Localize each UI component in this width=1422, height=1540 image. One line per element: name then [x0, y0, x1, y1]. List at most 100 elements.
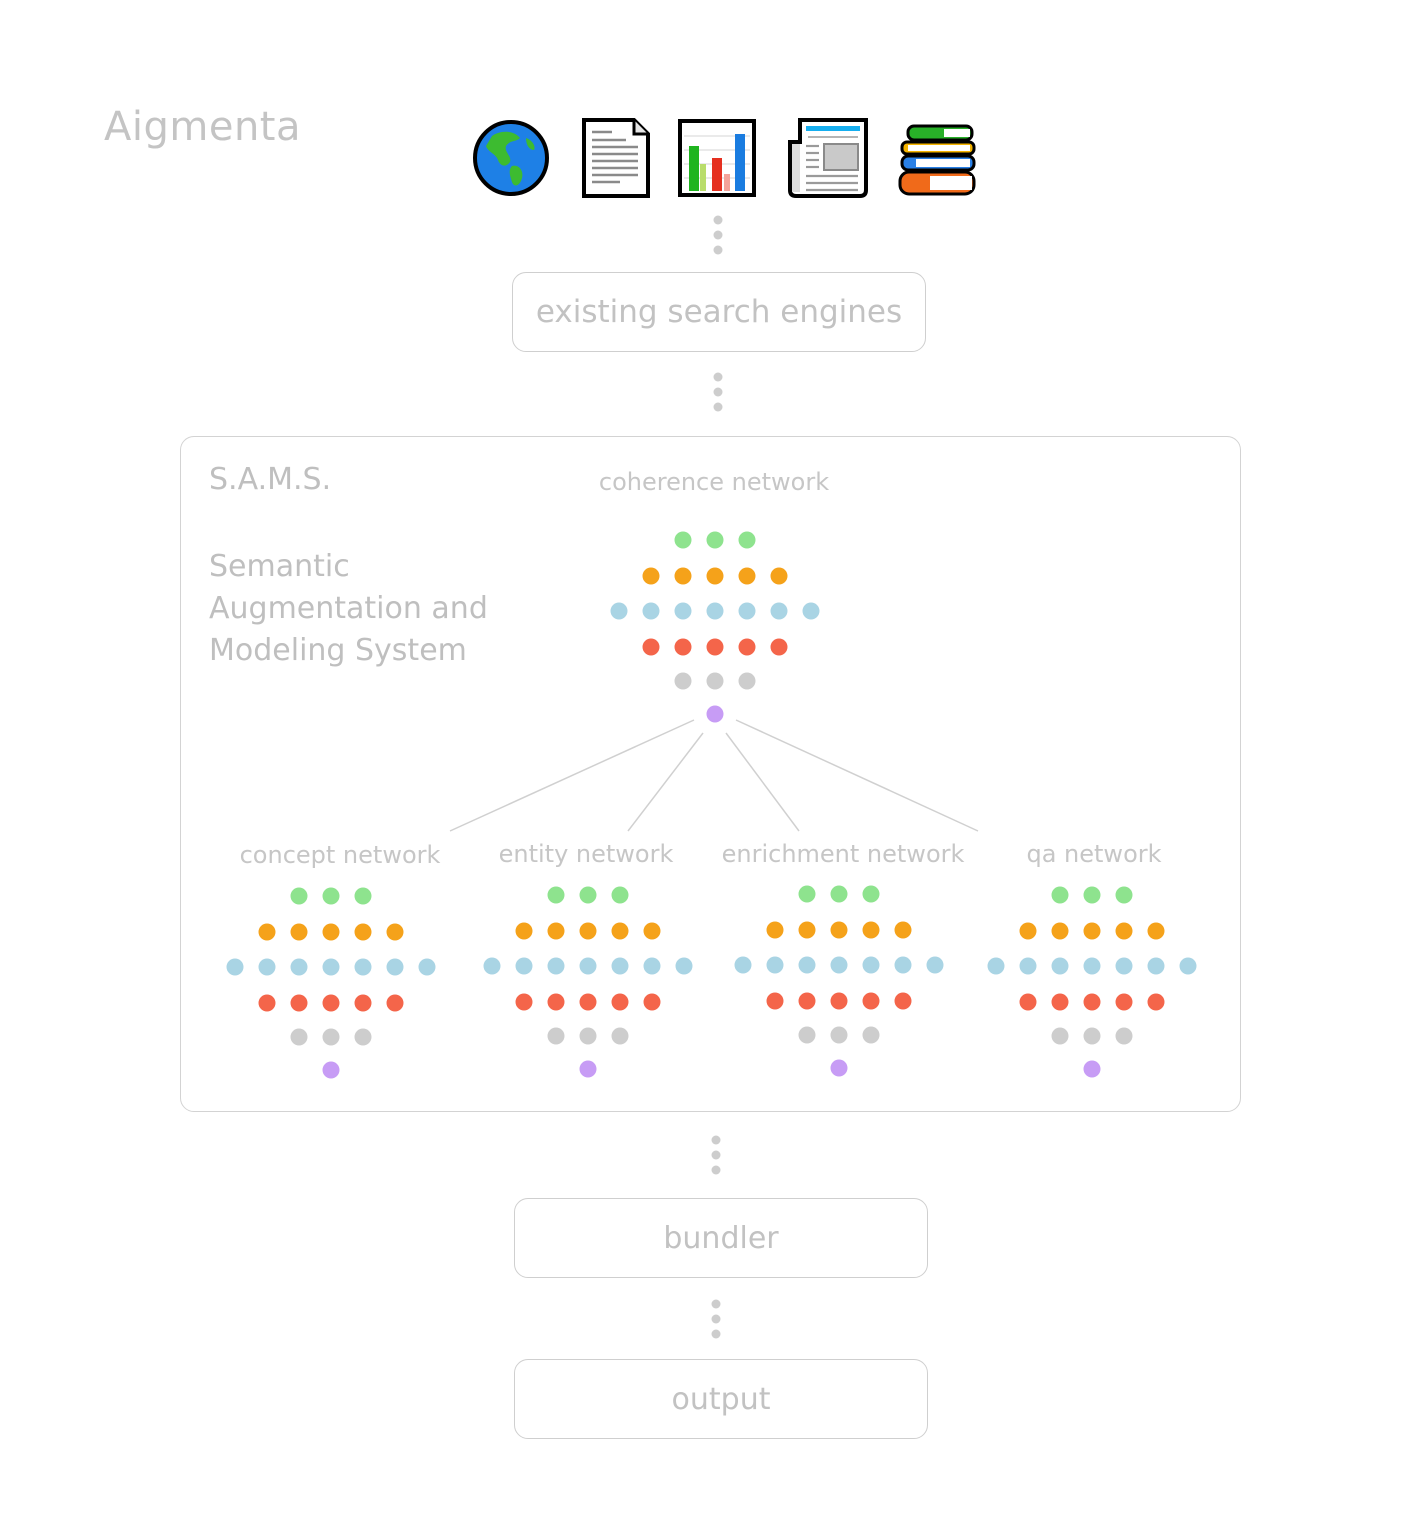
network-node [1083, 922, 1101, 940]
network-node [674, 531, 692, 549]
network-node [1179, 957, 1197, 975]
network-node [706, 567, 724, 585]
network-node [322, 994, 340, 1012]
search-engines-box: existing search engines [512, 272, 926, 352]
bundler-label: bundler [663, 1220, 779, 1256]
network-node [706, 638, 724, 656]
network-node [579, 993, 597, 1011]
qa-network-label: qa network [1026, 840, 1162, 868]
network-node [706, 531, 724, 549]
network-node [798, 992, 816, 1010]
enrichment-network-label: enrichment network [721, 840, 965, 868]
network-node [766, 992, 784, 1010]
enrichment-network [734, 885, 944, 1077]
network-node [862, 921, 880, 939]
network-node [1115, 957, 1133, 975]
network-node [830, 921, 848, 939]
connector-dot [713, 215, 723, 225]
network-node [354, 923, 372, 941]
network-node [738, 672, 756, 690]
network-node [894, 956, 912, 974]
network-node [515, 922, 533, 940]
network-node [1051, 886, 1069, 904]
network-node [738, 638, 756, 656]
network-node [674, 672, 692, 690]
network-node [798, 885, 816, 903]
network-node [1051, 922, 1069, 940]
network-node [1051, 1027, 1069, 1045]
network-node [290, 1028, 308, 1046]
network-node [290, 994, 308, 1012]
network-node [1051, 957, 1069, 975]
network-node [674, 638, 692, 656]
network-node [322, 923, 340, 941]
network-node [1083, 886, 1101, 904]
network-node [1115, 922, 1133, 940]
network-node [798, 1026, 816, 1044]
network-node [258, 958, 276, 976]
network-node [770, 602, 788, 620]
network-node [610, 602, 628, 620]
bundler-box: bundler [514, 1198, 928, 1278]
coherence-network [610, 531, 820, 723]
output-box: output [514, 1359, 928, 1439]
network-node [1083, 957, 1101, 975]
network-node [322, 887, 340, 905]
connector-dot [711, 1135, 721, 1145]
branch-line [735, 719, 979, 832]
network-node [798, 956, 816, 974]
output-label: output [671, 1381, 771, 1417]
network-node [226, 958, 244, 976]
connector-dot [713, 230, 723, 240]
network-node [706, 672, 724, 690]
network-node [547, 957, 565, 975]
network-node [354, 887, 372, 905]
network-node [611, 886, 629, 904]
network-node [894, 921, 912, 939]
network-node [675, 957, 693, 975]
network-node [258, 923, 276, 941]
connector-dot [713, 387, 723, 397]
concept-network-label: concept network [239, 841, 441, 869]
network-node [1019, 993, 1037, 1011]
network-node [862, 992, 880, 1010]
network-node [611, 922, 629, 940]
network-node [862, 885, 880, 903]
network-node [642, 602, 660, 620]
network-node [322, 1061, 340, 1079]
network-node [643, 922, 661, 940]
network-node [322, 1028, 340, 1046]
vertical-connector-dots [711, 215, 723, 1339]
network-node [674, 567, 692, 585]
network-node [515, 957, 533, 975]
network-node [1115, 993, 1133, 1011]
newspaper-icon [788, 118, 868, 198]
network-node [547, 922, 565, 940]
connector-dot [713, 372, 723, 382]
network-node [642, 638, 660, 656]
network-node [579, 886, 597, 904]
network-node [770, 638, 788, 656]
network-node [483, 957, 501, 975]
network-node [642, 567, 660, 585]
connector-dot [711, 1165, 721, 1175]
network-node [1147, 922, 1165, 940]
network-node [547, 1027, 565, 1045]
network-node [1115, 1027, 1133, 1045]
network-node [798, 921, 816, 939]
network-node [830, 992, 848, 1010]
network-node [738, 602, 756, 620]
books-icon [898, 124, 976, 196]
network-node [1083, 1060, 1101, 1078]
entity-network [483, 886, 693, 1078]
branch-lines [449, 719, 979, 832]
network-node [987, 957, 1005, 975]
network-node [611, 957, 629, 975]
network-node [1051, 993, 1069, 1011]
network-node [418, 958, 436, 976]
branch-line [627, 732, 704, 832]
network-node [830, 1026, 848, 1044]
network-node [706, 602, 724, 620]
network-node [643, 957, 661, 975]
